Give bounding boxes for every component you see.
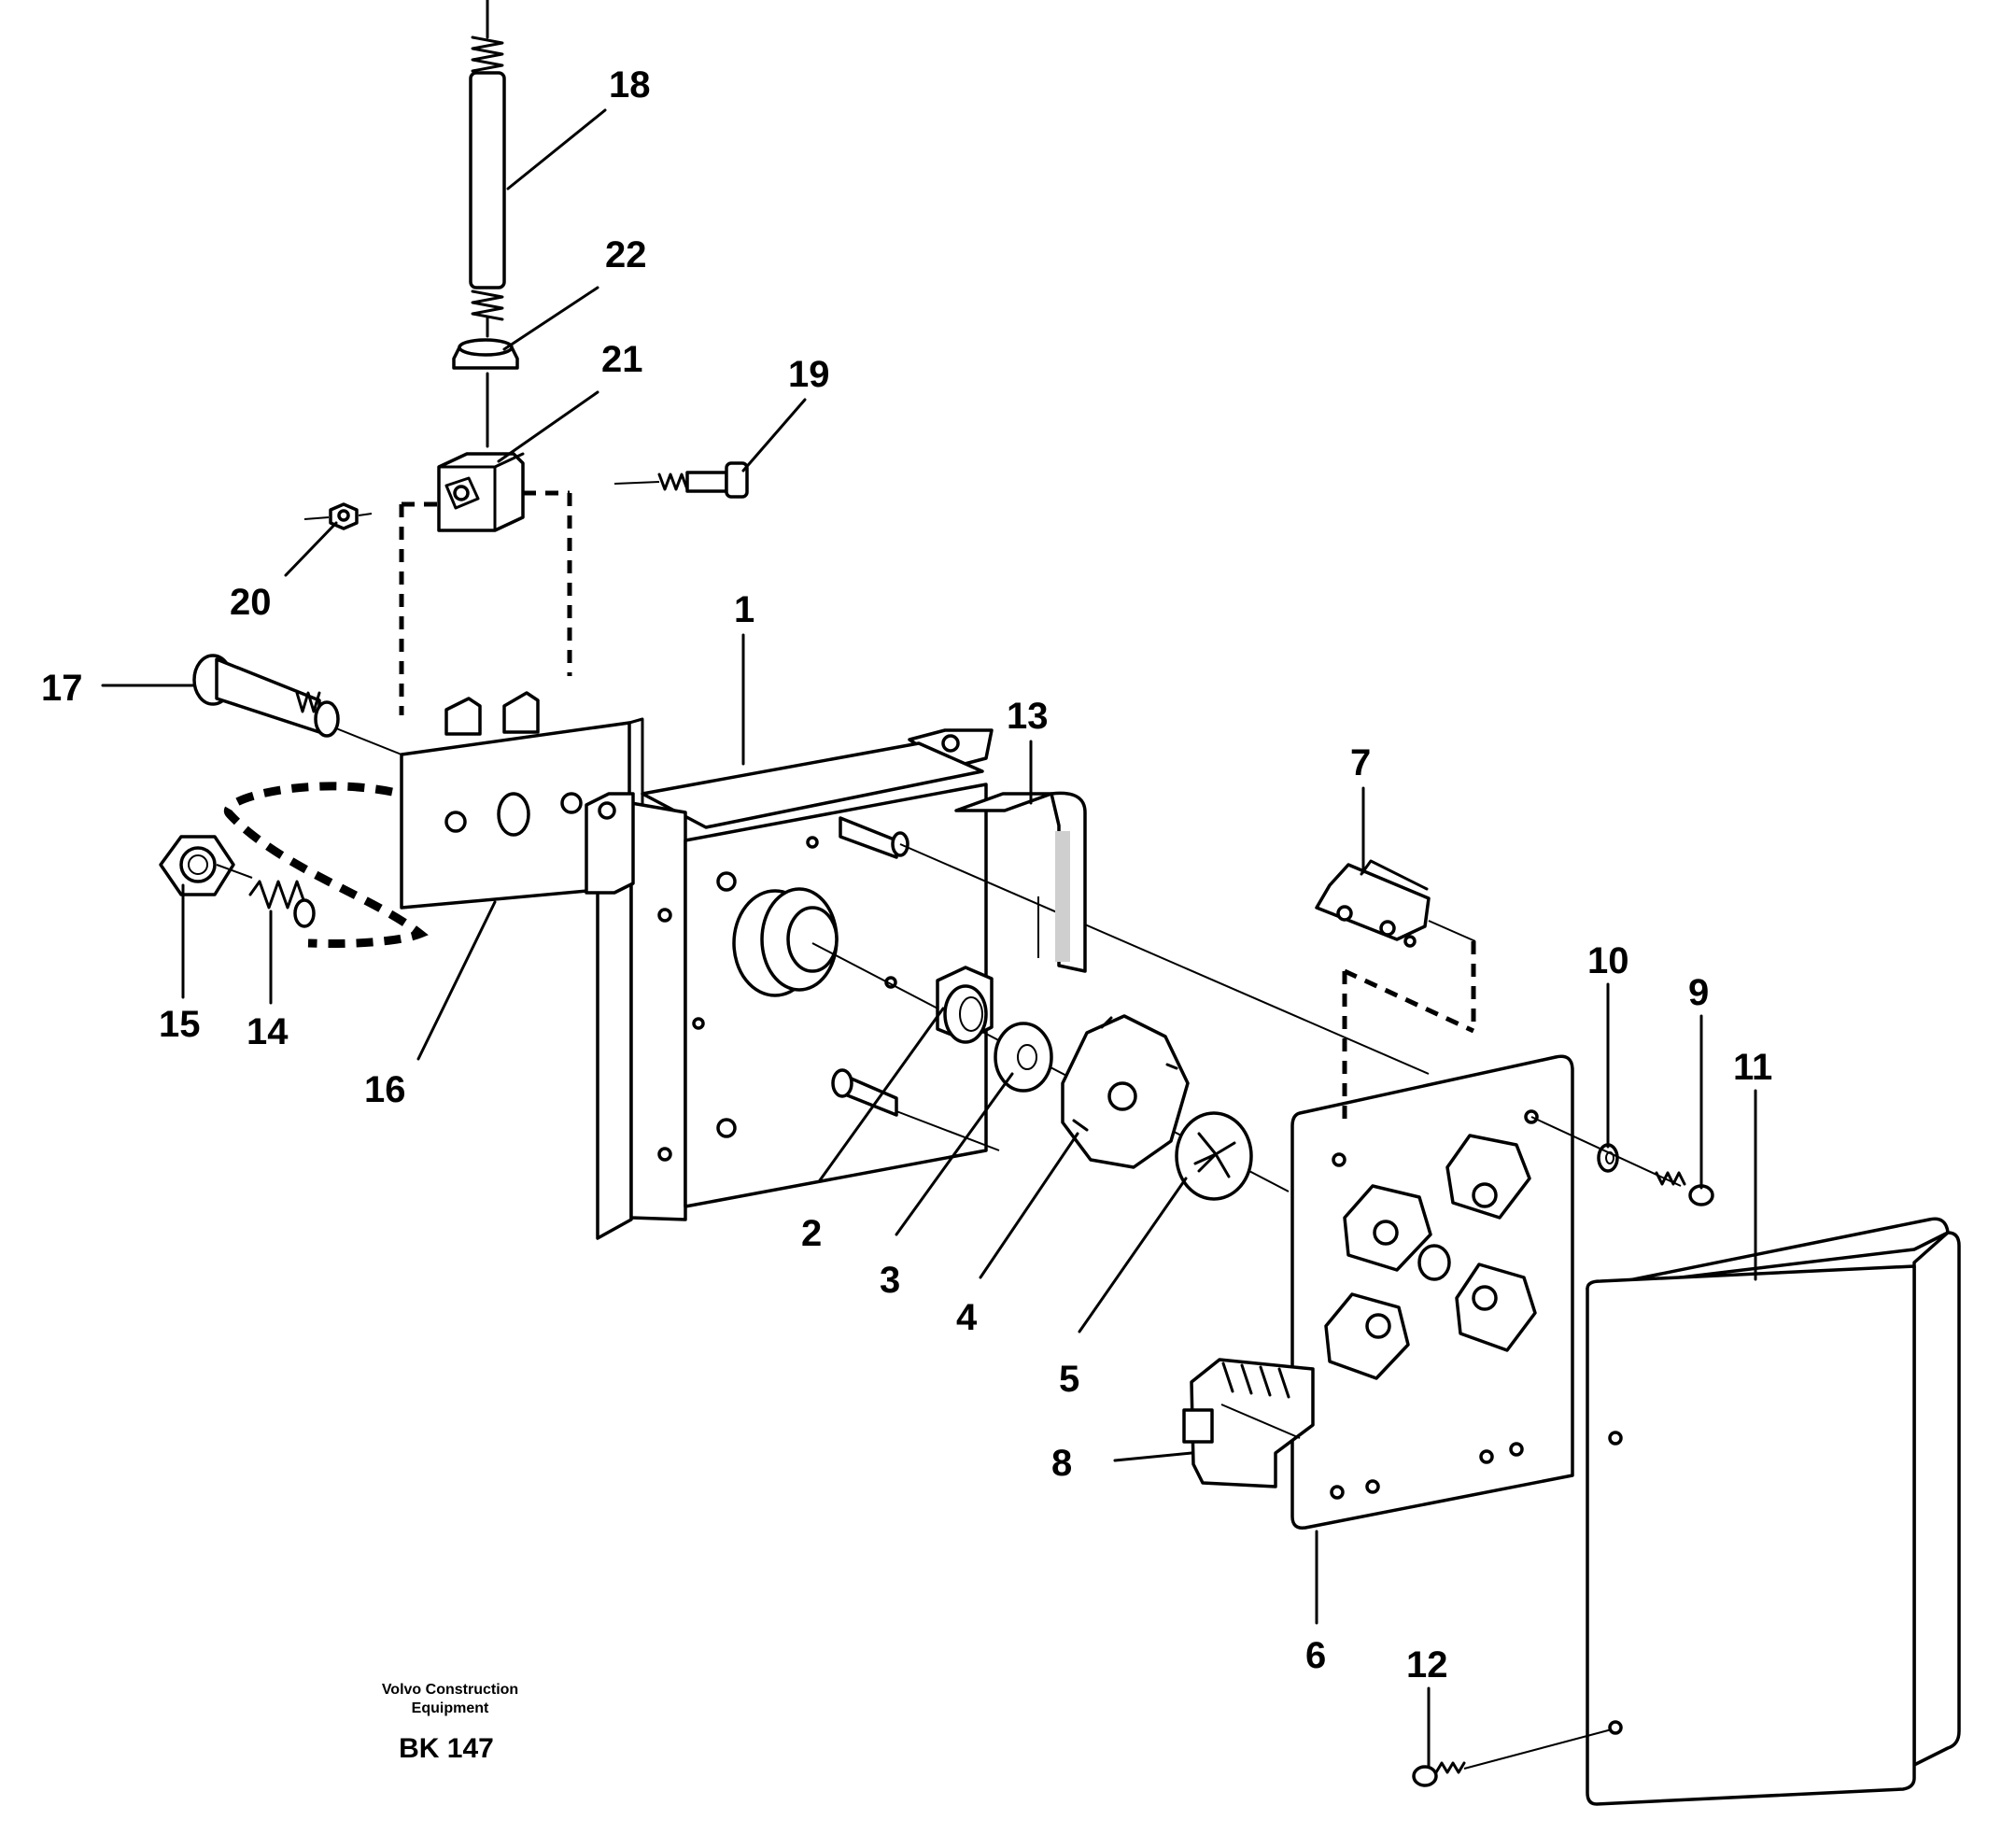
- part-16-plate: [400, 691, 644, 910]
- callout-15: 15: [159, 1004, 201, 1045]
- part-5-star-disc: [1175, 1111, 1253, 1201]
- part-4-cam: [1061, 1014, 1190, 1169]
- callout-10: 10: [1587, 940, 1629, 981]
- callout-13: 13: [1007, 696, 1049, 737]
- part-17-bolt: [192, 654, 412, 759]
- callout-numbers: 1 2 3 4 5 6 7 8 9 10 11 12 13 14 15 16 1…: [41, 64, 1772, 1686]
- part-22-nut: [452, 338, 519, 448]
- leader-lines: [101, 108, 1757, 1769]
- leader-8: [1113, 1451, 1193, 1462]
- part-15-nut: [159, 835, 253, 896]
- part-12-screw: [1412, 1728, 1613, 1787]
- part-19-bolt: [613, 461, 749, 499]
- callout-18: 18: [609, 64, 651, 106]
- leader-21: [497, 390, 599, 463]
- part-18-threaded-rod: [469, 0, 506, 338]
- leader-2: [818, 1007, 945, 1182]
- callout-20: 20: [230, 582, 272, 623]
- leader-19: [741, 398, 807, 473]
- leader-5: [1078, 1177, 1188, 1333]
- part-1-housing: [585, 728, 994, 1240]
- callout-11: 11: [1733, 1047, 1772, 1088]
- callout-7: 7: [1350, 742, 1371, 783]
- callout-6: 6: [1305, 1635, 1326, 1676]
- callout-1: 1: [734, 589, 754, 630]
- callout-2: 2: [801, 1213, 822, 1254]
- leader-16: [416, 900, 497, 1061]
- caption-block: Volvo Construction Equipment BK 147: [382, 1682, 518, 1764]
- callout-4: 4: [956, 1297, 978, 1338]
- callout-19: 19: [788, 354, 830, 395]
- dashed-connector-21-16: [399, 490, 572, 715]
- cable-loop: [223, 782, 429, 949]
- caption-company: Volvo Construction: [382, 1682, 518, 1698]
- callout-3: 3: [880, 1260, 900, 1301]
- callout-21: 21: [601, 339, 643, 380]
- callout-12: 12: [1406, 1644, 1448, 1686]
- part-9-screw: [1655, 1171, 1714, 1206]
- part-8-connector: [1182, 1358, 1315, 1488]
- leader-4: [979, 1132, 1079, 1279]
- dashed-connector-7-6: [1342, 941, 1476, 1121]
- part-14-spring: [248, 880, 316, 928]
- part-2-bushing: [936, 966, 994, 1044]
- leader-18: [506, 108, 607, 190]
- part-11-cover: [1586, 1217, 1961, 1806]
- leader-20: [284, 521, 338, 577]
- caption-code: BK 147: [399, 1733, 494, 1764]
- callout-17: 17: [41, 668, 83, 709]
- axis-line-1: [899, 843, 1430, 1075]
- leader-22: [502, 286, 599, 351]
- leader-3: [895, 1072, 1014, 1236]
- callout-9: 9: [1688, 972, 1709, 1013]
- caption-company-line2: Equipment: [412, 1700, 489, 1716]
- callout-16: 16: [364, 1069, 406, 1110]
- part-7-switch: [1315, 859, 1476, 948]
- callout-5: 5: [1059, 1359, 1079, 1400]
- callout-8: 8: [1051, 1443, 1072, 1484]
- part-3-washer: [994, 1022, 1053, 1093]
- part-6-board: [1290, 1054, 1574, 1530]
- part-13-clip: [954, 791, 1087, 973]
- callout-14: 14: [247, 1011, 289, 1052]
- part-20-nut: [303, 502, 373, 530]
- callout-22: 22: [605, 234, 647, 275]
- part-21-block: [437, 452, 525, 532]
- axis-line-3: [895, 1110, 1000, 1151]
